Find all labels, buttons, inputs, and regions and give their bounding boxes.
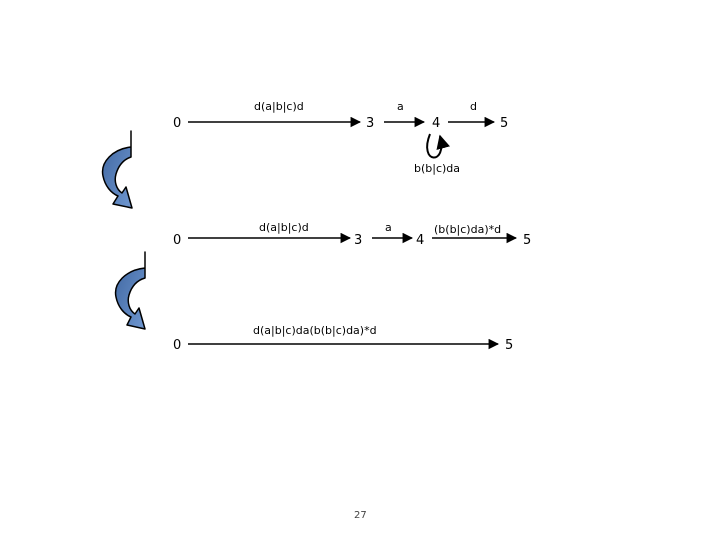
edge-4-5-label: (b(b|c)da)*d — [434, 223, 501, 236]
transform-arrow-2 — [114, 251, 146, 330]
row-3: 0 5 d(a|b|c)da(b(b|c)da)*d — [173, 324, 513, 353]
state-3: 3 — [354, 233, 362, 248]
state-5: 5 — [500, 116, 508, 131]
state-3: 3 — [366, 116, 374, 131]
state-5: 5 — [523, 233, 531, 248]
state-4: 4 — [432, 116, 440, 131]
loop-4-label: b(b|c)da — [414, 162, 460, 175]
edge-3-4-label: a — [385, 221, 392, 234]
state-5: 5 — [505, 338, 513, 353]
transform-arrow-1 — [101, 130, 133, 209]
row-2: 0 3 4 5 d(a|b|c)d a (b(b|c)da)*d — [173, 221, 531, 248]
state-4: 4 — [416, 233, 424, 248]
row-1: 0 3 4 5 d(a|b|c)d a d b(b|c)da — [173, 100, 508, 175]
page-number: 27 — [354, 510, 367, 521]
state-0: 0 — [173, 338, 181, 353]
edge-0-3-label: d(a|b|c)d — [259, 221, 309, 234]
state-0: 0 — [173, 233, 181, 248]
loop-4-path — [426, 133, 451, 159]
edge-4-5-label: d — [470, 100, 477, 113]
state-0: 0 — [173, 116, 181, 131]
edge-0-3-label: d(a|b|c)d — [254, 100, 304, 113]
edge-3-4-label: a — [397, 100, 404, 113]
edge-0-5-label: d(a|b|c)da(b(b|c)da)*d — [253, 324, 377, 337]
